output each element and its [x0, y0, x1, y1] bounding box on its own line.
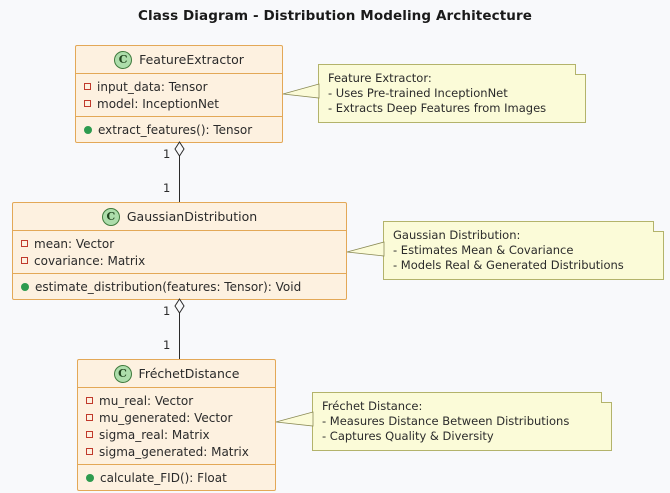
note-feature-extractor: Feature Extractor: - Uses Pre-trained In…: [318, 64, 586, 123]
class-attributes: mu_real: Vector mu_generated: Vector sig…: [78, 388, 275, 464]
method-row: calculate_FID(): Float: [78, 469, 275, 486]
class-box-gaussian-distribution[interactable]: C GaussianDistribution mean: Vector cova…: [12, 202, 347, 300]
class-methods: calculate_FID(): Float: [78, 464, 275, 490]
public-visibility-icon: [86, 473, 94, 482]
note-line: - Captures Quality & Diversity: [322, 429, 494, 443]
attribute-label: sigma_generated: Matrix: [99, 444, 249, 459]
private-visibility-icon: [21, 240, 28, 247]
method-row: estimate_distribution(features: Tensor):…: [13, 278, 346, 295]
attribute-row: model: InceptionNet: [76, 95, 282, 112]
attribute-row: sigma_real: Matrix: [78, 426, 275, 443]
attribute-label: covariance: Matrix: [34, 253, 146, 268]
multiplicity-target: 1: [163, 338, 171, 352]
aggregation-feature-to-gaussian: [170, 141, 190, 204]
public-visibility-icon: [84, 125, 92, 134]
note-line: - Extracts Deep Features from Images: [328, 101, 547, 115]
aggregation-diamond-icon: [174, 141, 185, 157]
multiplicity-source: 1: [163, 147, 171, 161]
method-label: extract_features(): Tensor: [98, 122, 253, 137]
method-label: calculate_FID(): Float: [100, 470, 227, 485]
public-visibility-icon: [21, 282, 29, 291]
note-leader-line-feature-extractor: [282, 82, 320, 106]
attribute-row: mu_real: Vector: [78, 392, 275, 409]
class-header: C FeatureExtractor: [76, 46, 282, 74]
class-stereotype-icon: C: [101, 207, 120, 226]
class-methods: extract_features(): Tensor: [76, 116, 282, 142]
class-header: C GaussianDistribution: [13, 203, 346, 231]
class-stereotype-icon: C: [114, 50, 133, 69]
multiplicity-source: 1: [163, 304, 171, 318]
class-name: FeatureExtractor: [139, 52, 244, 67]
note-line: Gaussian Distribution:: [393, 228, 521, 242]
note-line: - Models Real & Generated Distributions: [393, 258, 624, 272]
note-line: - Estimates Mean & Covariance: [393, 243, 574, 257]
note-line: - Uses Pre-trained InceptionNet: [328, 86, 508, 100]
class-attributes: input_data: Tensor model: InceptionNet: [76, 74, 282, 116]
attribute-label: mu_generated: Vector: [99, 410, 233, 425]
attribute-row: covariance: Matrix: [13, 252, 346, 269]
relation-line: [179, 150, 180, 204]
class-header: C FréchetDistance: [78, 360, 275, 388]
attribute-row: mean: Vector: [13, 235, 346, 252]
note-frechet-distance: Fréchet Distance: - Measures Distance Be…: [312, 392, 612, 451]
attribute-label: model: InceptionNet: [97, 96, 220, 111]
attribute-label: sigma_real: Matrix: [99, 427, 210, 442]
private-visibility-icon: [86, 448, 93, 455]
attribute-label: mu_real: Vector: [99, 393, 194, 408]
private-visibility-icon: [21, 257, 28, 264]
note-fold-corner: [575, 64, 586, 75]
private-visibility-icon: [84, 100, 91, 107]
note-leader-line-gaussian-distribution: [346, 240, 385, 264]
class-name: FréchetDistance: [138, 366, 240, 381]
note-fold-corner: [601, 392, 612, 403]
multiplicity-target: 1: [163, 181, 171, 195]
private-visibility-icon: [84, 83, 91, 90]
note-gaussian-distribution: Gaussian Distribution: - Estimates Mean …: [383, 221, 664, 280]
note-line: Feature Extractor:: [328, 71, 432, 85]
attribute-row: input_data: Tensor: [76, 78, 282, 95]
attribute-label: mean: Vector: [34, 236, 115, 251]
class-attributes: mean: Vector covariance: Matrix: [13, 231, 346, 273]
class-box-frechet-distance[interactable]: C FréchetDistance mu_real: Vector mu_gen…: [77, 359, 276, 491]
private-visibility-icon: [86, 397, 93, 404]
page-title: Class Diagram - Distribution Modeling Ar…: [137, 8, 532, 24]
method-row: extract_features(): Tensor: [76, 121, 282, 138]
note-line: - Measures Distance Between Distribution…: [322, 414, 570, 428]
aggregation-gaussian-to-frechet: [170, 298, 190, 360]
attribute-row: mu_generated: Vector: [78, 409, 275, 426]
class-box-feature-extractor[interactable]: C FeatureExtractor input_data: Tensor mo…: [75, 45, 283, 143]
method-label: estimate_distribution(features: Tensor):…: [35, 279, 302, 294]
relation-line: [179, 307, 180, 360]
private-visibility-icon: [86, 414, 93, 421]
class-stereotype-icon: C: [113, 364, 132, 383]
attribute-label: input_data: Tensor: [97, 79, 208, 94]
class-name: GaussianDistribution: [126, 209, 258, 224]
class-methods: estimate_distribution(features: Tensor):…: [13, 273, 346, 299]
note-fold-corner: [653, 221, 664, 232]
private-visibility-icon: [86, 431, 93, 438]
attribute-row: sigma_generated: Matrix: [78, 443, 275, 460]
note-leader-line-frechet-distance: [275, 410, 314, 434]
note-line: Fréchet Distance:: [322, 399, 423, 413]
aggregation-diamond-icon: [174, 298, 185, 314]
